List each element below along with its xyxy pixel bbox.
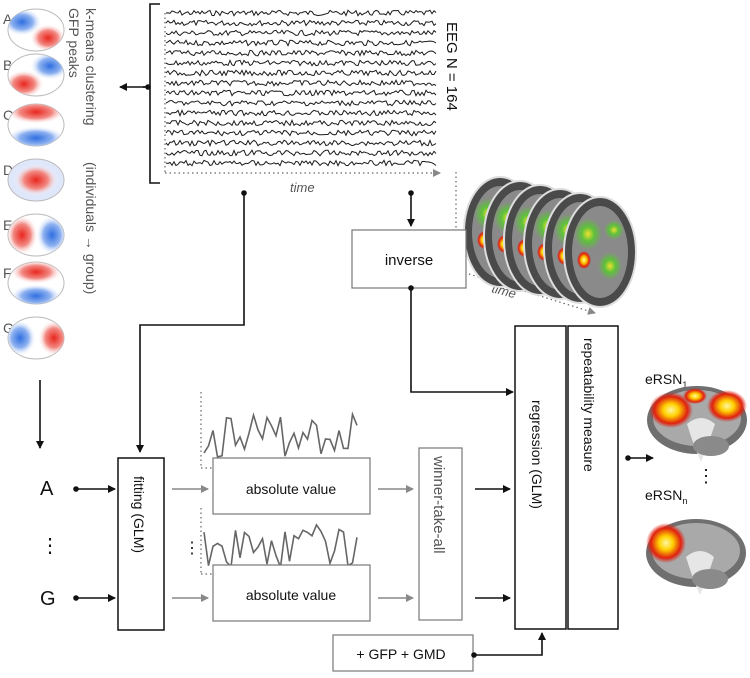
map-letter-d: D xyxy=(3,162,13,178)
fitting-glm-box: fitting (GLM) xyxy=(117,457,165,631)
eeg-channel-trace xyxy=(165,149,437,157)
eeg-channel-trace xyxy=(165,19,437,27)
map-letter-f: F xyxy=(3,265,12,281)
input-ellipsis: ⋮ xyxy=(40,535,60,557)
eeg-bracket xyxy=(149,3,160,184)
regression-box: regression (GLM) xyxy=(514,325,567,630)
eeg-channel-trace xyxy=(165,159,437,167)
map-letter-g: G xyxy=(3,320,14,336)
eeg-traces-panel: time EEG N = 164 xyxy=(119,3,460,195)
eeg-channel-trace xyxy=(165,109,437,118)
inverse-box: inverse xyxy=(351,229,467,289)
map-letter-b: B xyxy=(3,57,12,73)
gfp-to-regression-arrow xyxy=(474,632,546,656)
clustering-caption-2: k-means clustering xyxy=(83,8,99,126)
eeg-channel-trace xyxy=(165,39,437,47)
eeg-count-label: EEG N = 164 xyxy=(443,22,460,111)
mid-ellipsis: ⋮ xyxy=(184,540,200,557)
abs-top-label: absolute value xyxy=(246,481,337,497)
ersn-n: eRSNn xyxy=(645,487,746,595)
fit-timeseries-bottom xyxy=(200,508,372,575)
eeg-channel-lines xyxy=(165,9,437,167)
fitting-label: fitting (GLM) xyxy=(131,476,147,553)
eeg-bracket-dot xyxy=(145,84,151,90)
topomap-e: E xyxy=(3,213,65,257)
abs-value-box-bottom: absolute value xyxy=(212,564,371,622)
eeg-channel-trace xyxy=(165,9,437,17)
input-g-label: G xyxy=(40,588,56,610)
clustering-caption-1: GFP peaks xyxy=(66,8,82,78)
eeg-channel-trace xyxy=(165,99,437,107)
inverse-label: inverse xyxy=(385,252,433,269)
ersn-1: eRSN1 xyxy=(645,371,747,462)
input-a-label: A xyxy=(40,478,54,500)
repeatability-label: repeatability measure xyxy=(581,338,597,472)
ersn1-brain-image xyxy=(647,386,747,462)
fit-timeseries-top xyxy=(200,392,372,469)
abs-value-box-top: absolute value xyxy=(212,457,371,515)
eeg-to-fitting-arrow xyxy=(136,193,245,453)
topomap-a: A xyxy=(3,8,65,52)
topomap-g: G xyxy=(3,316,65,360)
map-letter-a: A xyxy=(3,11,13,27)
eeg-channel-trace xyxy=(165,49,437,57)
ersn-ellipsis: ⋮ xyxy=(697,466,715,486)
inverse-to-regression-arrow xyxy=(410,288,514,396)
source-slice xyxy=(563,196,637,308)
eeg-channel-trace xyxy=(165,89,437,97)
clustering-caption-3: (individuals → group) xyxy=(83,162,99,294)
topomap-f: F xyxy=(3,261,65,305)
eeg-channel-trace xyxy=(165,129,437,137)
eeg-channel-trace xyxy=(165,29,437,37)
ersnn-label: eRSNn xyxy=(645,487,687,506)
topomap-b: B xyxy=(3,53,65,97)
winner-label: winner-take-all xyxy=(430,455,447,554)
eeg-channel-trace xyxy=(165,118,437,127)
topomap-d: D xyxy=(3,158,65,202)
eeg-time-label: time xyxy=(290,180,315,195)
winner-take-all-box: winner-take-all xyxy=(418,447,463,621)
eeg-channel-trace xyxy=(165,139,437,148)
map-letter-e: E xyxy=(3,217,12,233)
ersnn-brain-image xyxy=(646,519,746,595)
topomap-c: C xyxy=(3,103,65,147)
gfp-gmd-label: + GFP + GMD xyxy=(356,646,445,662)
regression-label: regression (GLM) xyxy=(529,400,545,509)
eeg-channel-trace xyxy=(165,69,437,77)
ersn1-label: eRSN1 xyxy=(645,371,687,390)
topomap-column: A B C D xyxy=(3,8,65,360)
eeg-channel-trace xyxy=(165,59,437,67)
gfp-gmd-box: + GFP + GMD xyxy=(332,634,474,672)
abs-bottom-label: absolute value xyxy=(246,587,337,603)
map-letter-c: C xyxy=(3,107,13,123)
source-volume-stack: time xyxy=(455,172,637,315)
repeatability-box: repeatability measure xyxy=(567,325,619,630)
eeg-channel-trace xyxy=(165,79,437,87)
